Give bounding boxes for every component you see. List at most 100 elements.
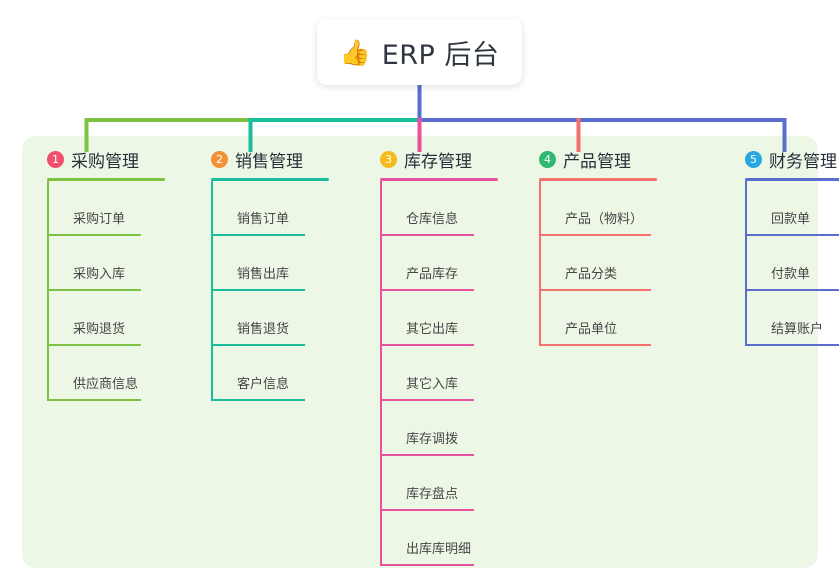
item-stem bbox=[47, 236, 49, 291]
list-item[interactable]: 销售出库 bbox=[211, 236, 361, 291]
item-label: 产品单位 bbox=[565, 322, 618, 337]
root-node-card[interactable]: 👍 ERP 后台 bbox=[317, 19, 522, 85]
list-item[interactable]: 客户信息 bbox=[211, 346, 361, 401]
list-item[interactable]: 产品（物料） bbox=[539, 181, 689, 236]
diagram-background-panel bbox=[22, 136, 818, 568]
column-underline-4 bbox=[539, 178, 657, 181]
list-item[interactable]: 采购订单 bbox=[47, 181, 197, 236]
item-underline bbox=[47, 289, 141, 291]
item-stem bbox=[47, 181, 49, 236]
item-underline bbox=[380, 564, 474, 566]
item-stem bbox=[211, 346, 213, 401]
item-label: 库存盘点 bbox=[406, 487, 459, 502]
item-stem bbox=[380, 401, 382, 456]
item-underline bbox=[380, 399, 474, 401]
item-label: 结算账户 bbox=[771, 322, 824, 337]
column-underline-2 bbox=[211, 178, 329, 181]
item-label: 付款单 bbox=[771, 267, 811, 282]
item-stem bbox=[539, 236, 541, 291]
item-underline bbox=[380, 234, 474, 236]
item-underline bbox=[539, 344, 651, 346]
column-title-3: 库存管理 bbox=[404, 151, 472, 172]
item-underline bbox=[211, 234, 305, 236]
item-label: 仓库信息 bbox=[406, 212, 459, 227]
item-stem bbox=[380, 181, 382, 236]
item-stem bbox=[47, 291, 49, 346]
item-underline bbox=[211, 399, 305, 401]
item-label: 采购订单 bbox=[73, 212, 126, 227]
item-stem bbox=[47, 346, 49, 401]
item-label: 回款单 bbox=[771, 212, 811, 227]
item-underline bbox=[47, 344, 141, 346]
list-item[interactable]: 销售退货 bbox=[211, 291, 361, 346]
item-stem bbox=[745, 181, 747, 236]
column-underline-1 bbox=[47, 178, 165, 181]
column-underline-3 bbox=[380, 178, 498, 181]
column-header-2[interactable]: 2 销售管理 bbox=[197, 146, 365, 172]
item-underline bbox=[745, 289, 839, 291]
item-underline bbox=[47, 399, 141, 401]
item-underline bbox=[745, 234, 839, 236]
list-item[interactable]: 产品分类 bbox=[539, 236, 689, 291]
item-stem bbox=[211, 291, 213, 346]
column-items-1: 采购订单采购入库采购退货供应商信息 bbox=[47, 181, 197, 401]
item-label: 销售退货 bbox=[237, 322, 290, 337]
column-items-3: 仓库信息产品库存其它出库其它入库库存调拨库存盘点出库库明细 bbox=[380, 181, 530, 566]
item-underline bbox=[745, 344, 839, 346]
list-item[interactable]: 仓库信息 bbox=[380, 181, 530, 236]
column-title-4: 产品管理 bbox=[563, 151, 631, 172]
item-stem bbox=[380, 456, 382, 511]
item-underline bbox=[380, 509, 474, 511]
list-item[interactable]: 供应商信息 bbox=[47, 346, 197, 401]
list-item[interactable]: 采购入库 bbox=[47, 236, 197, 291]
column-items-4: 产品（物料） 产品分类产品单位 bbox=[539, 181, 689, 346]
list-item[interactable]: 采购退货 bbox=[47, 291, 197, 346]
item-stem bbox=[745, 291, 747, 346]
list-item[interactable]: 付款单 bbox=[745, 236, 839, 291]
item-stem bbox=[745, 236, 747, 291]
item-label: 库存调拨 bbox=[406, 432, 459, 447]
item-underline bbox=[380, 289, 474, 291]
item-label: 其它入库 bbox=[406, 377, 459, 392]
item-stem bbox=[380, 291, 382, 346]
column-items-5: 回款单付款单结算账户 bbox=[745, 181, 839, 346]
item-stem bbox=[539, 181, 541, 236]
column-title-2: 销售管理 bbox=[235, 151, 303, 172]
column-title-1: 采购管理 bbox=[71, 151, 139, 172]
item-stem bbox=[380, 236, 382, 291]
column-items-2: 销售订单销售出库销售退货客户信息 bbox=[211, 181, 361, 401]
list-item[interactable]: 出库库明细 bbox=[380, 511, 530, 566]
list-item[interactable]: 回款单 bbox=[745, 181, 839, 236]
list-item[interactable]: 产品库存 bbox=[380, 236, 530, 291]
list-item[interactable]: 库存盘点 bbox=[380, 456, 530, 511]
item-underline bbox=[211, 344, 305, 346]
column-badge-5: 5 bbox=[745, 150, 762, 168]
thumbs-up-icon: 👍 bbox=[339, 37, 371, 67]
list-item[interactable]: 其它出库 bbox=[380, 291, 530, 346]
root-node-title: ERP 后台 bbox=[381, 39, 500, 71]
list-item[interactable]: 结算账户 bbox=[745, 291, 839, 346]
column-badge-2: 2 bbox=[211, 150, 228, 168]
item-label: 其它出库 bbox=[406, 322, 459, 337]
item-label: 销售出库 bbox=[237, 267, 290, 282]
item-label: 采购退货 bbox=[73, 322, 126, 337]
item-underline bbox=[47, 234, 141, 236]
list-item[interactable]: 产品单位 bbox=[539, 291, 689, 346]
item-stem bbox=[539, 291, 541, 346]
list-item[interactable]: 库存调拨 bbox=[380, 401, 530, 456]
list-item[interactable]: 其它入库 bbox=[380, 346, 530, 401]
list-item[interactable]: 销售订单 bbox=[211, 181, 361, 236]
item-label: 产品（物料） bbox=[565, 212, 644, 227]
item-label: 销售订单 bbox=[237, 212, 290, 227]
item-underline bbox=[539, 289, 651, 291]
item-label: 出库库明细 bbox=[406, 542, 472, 557]
item-underline bbox=[380, 454, 474, 456]
column-underline-5 bbox=[745, 178, 839, 181]
